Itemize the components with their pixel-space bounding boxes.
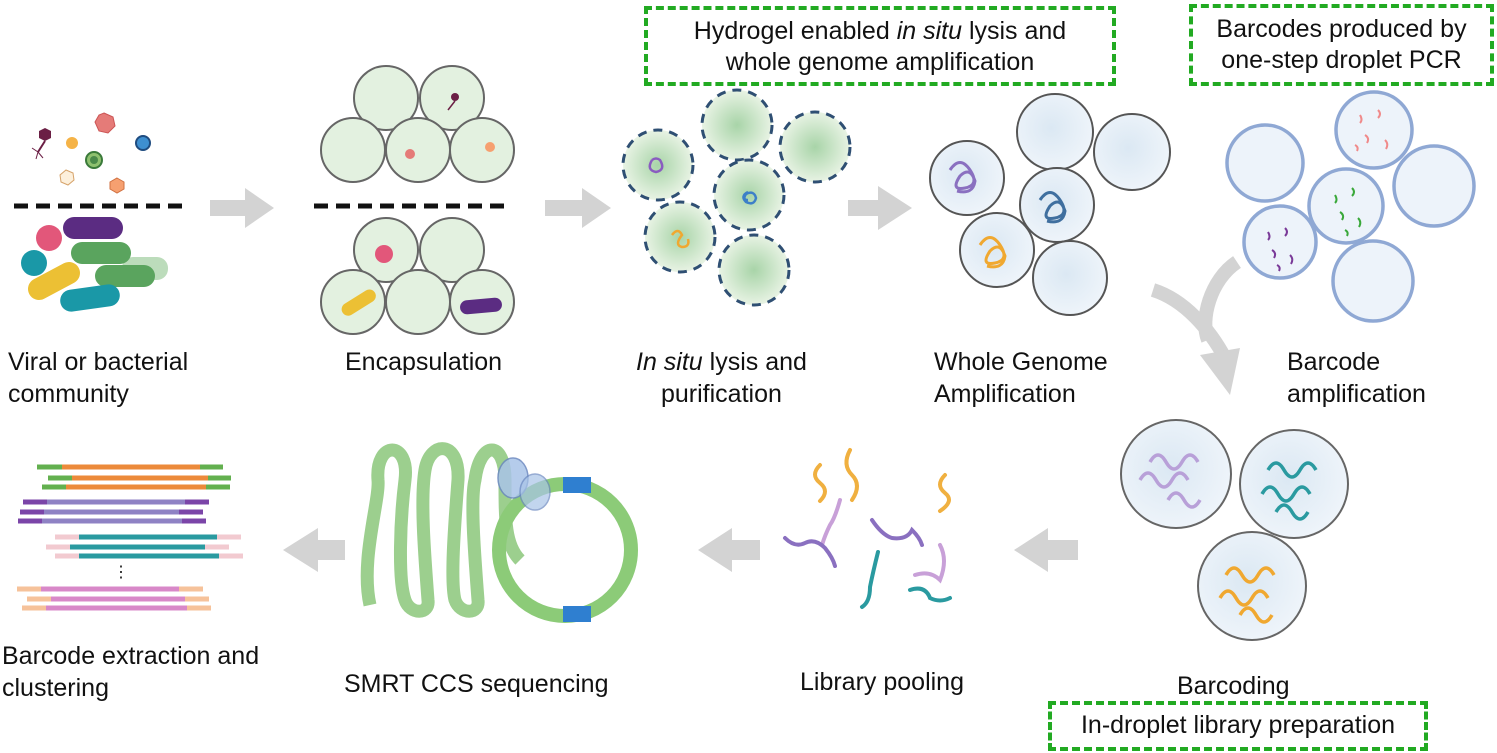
- arrow-right-icon: [210, 188, 274, 228]
- label-lysis: In situ lysis and purification: [636, 348, 807, 408]
- clustered-reads: [17, 464, 243, 611]
- bacteria-icons: [21, 217, 168, 312]
- barcoding-droplets: [1120, 419, 1349, 641]
- arrow-left-icon: [698, 528, 760, 572]
- callout-barcodes: Barcodes produced by one-step droplet PC…: [1189, 4, 1494, 86]
- label-barcode-extraction: Barcode extraction and clustering: [2, 642, 260, 702]
- encapsulation-illustration: [320, 65, 515, 335]
- hydrogel-beads: [621, 88, 852, 307]
- smrt-illustration: [360, 442, 638, 623]
- label-smrt-sequencing: SMRT CCS sequencing: [344, 670, 609, 698]
- label-barcoding: Barcoding: [1177, 672, 1290, 700]
- label-wga: Whole Genome Amplification: [934, 348, 1108, 408]
- ellipsis-dots: ⋮: [113, 564, 129, 581]
- label-library-pooling: Library pooling: [800, 668, 964, 696]
- label-encapsulation: Encapsulation: [345, 348, 503, 376]
- arrow-left-icon: [1014, 528, 1078, 572]
- callout-hydrogel: Hydrogel enabled in situ lysis and whole…: [644, 6, 1116, 86]
- callout-library-prep: In-droplet library preparation: [1048, 701, 1428, 751]
- label-community: Viral or bacterial community: [8, 348, 189, 408]
- wga-droplets: [929, 93, 1171, 316]
- barcode-droplets: [1225, 90, 1476, 323]
- arrow-right-icon: [545, 188, 611, 228]
- virus-icons: [31, 112, 151, 194]
- library-fragments: [783, 448, 952, 609]
- arrow-right-icon: [848, 186, 912, 230]
- community-illustration: [14, 112, 182, 312]
- arrow-left-icon: [283, 528, 345, 572]
- label-barcode-amplification: Barcode amplification: [1287, 348, 1426, 408]
